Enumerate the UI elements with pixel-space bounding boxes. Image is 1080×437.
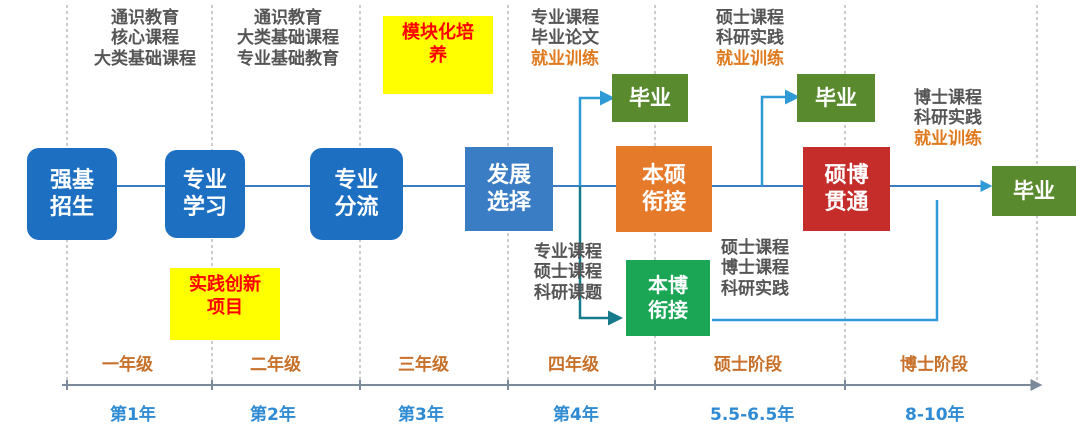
- timeline-axis: [62, 379, 1043, 391]
- column-note-1: 通识教育 核心课程 大类基础课程: [94, 8, 196, 69]
- graduate-box-phd: 毕业: [992, 166, 1076, 216]
- branch-to-graduate-1: [578, 90, 615, 186]
- grade-label-master: 硕士阶段: [714, 355, 782, 375]
- column-note-master: 硕士课程 科研实践 就业训练: [716, 8, 784, 69]
- year-label-master: 5.5-6.5年: [710, 405, 795, 425]
- graduate-box-bachelor: 毕业: [612, 74, 688, 122]
- lower-note-master: 硕士课程 博士课程 科研实践: [721, 238, 789, 299]
- column-note-2: 通识教育 大类基础课程 专业基础教育: [237, 8, 339, 69]
- branch-to-bachelor-phd: [578, 186, 623, 326]
- branch-to-graduate-2: [760, 89, 800, 186]
- development-choice-box: 发展 选择: [465, 147, 553, 231]
- graduate-box-master: 毕业: [797, 74, 875, 122]
- year-label-phd: 8-10年: [905, 405, 965, 425]
- branch-connectors: [578, 89, 939, 326]
- grade-label-4: 四年级: [548, 355, 599, 375]
- grade-label-3: 三年级: [398, 355, 449, 375]
- grade-label-1: 一年级: [102, 355, 153, 375]
- column-note-phd: 博士课程 科研实践 就业训练: [914, 88, 982, 149]
- bachelor-master-link-box: 本硕 衔接: [616, 146, 712, 232]
- year-label-2: 第2年: [250, 405, 296, 425]
- year-label-3: 第3年: [398, 405, 444, 425]
- strong-base-enrollment-box: 强基 招生: [27, 148, 117, 240]
- grade-label-phd: 博士阶段: [900, 355, 968, 375]
- column-note-4: 专业课程 毕业论文 就业训练: [531, 8, 599, 69]
- bachelor-phd-to-phd: [712, 200, 939, 322]
- master-phd-through-box: 硕博 贯通: [803, 147, 890, 231]
- major-study-box: 专业 学习: [165, 150, 245, 238]
- grade-label-2: 二年级: [250, 355, 301, 375]
- practice-innovation-note: 实践创新 项目: [170, 268, 280, 340]
- year-label-4: 第4年: [553, 405, 599, 425]
- lower-note-bachelor: 专业课程 硕士课程 科研课题: [534, 242, 602, 303]
- bachelor-phd-link-box: 本博 衔接: [626, 260, 710, 336]
- modular-training-note: 模块化培 养: [383, 16, 493, 94]
- year-label-1: 第1年: [110, 405, 156, 425]
- major-streaming-box: 专业 分流: [310, 148, 403, 240]
